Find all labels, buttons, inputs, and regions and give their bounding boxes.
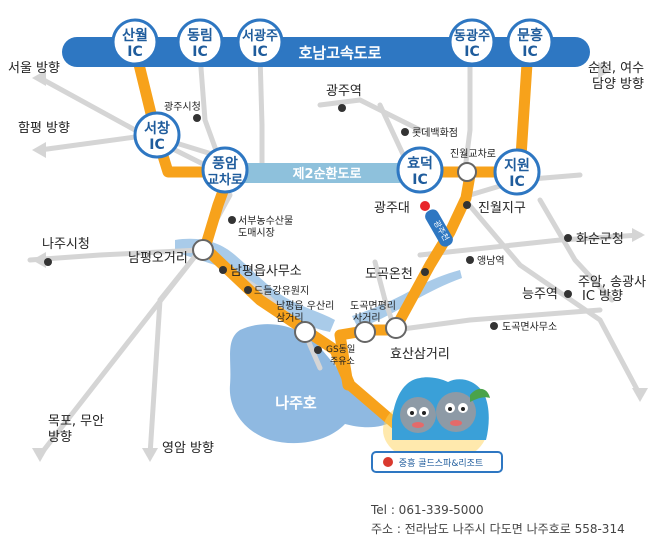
ic-sanwol-1: 산월 (122, 27, 148, 44)
dir-yeongam: 영암 방향 (162, 441, 214, 456)
ic-pungam-1: 풍암 (212, 155, 238, 172)
place-deureul: 드들강유원지 (254, 285, 309, 297)
place-namyeong-office: 남평읍사무소 (230, 264, 302, 279)
ic-jiwon-1: 지원 (504, 158, 530, 174)
ic-seogwangju-1: 서광주 (242, 29, 278, 44)
ic-donggwangju-1: 동광주 (454, 29, 490, 44)
place-dots (44, 104, 572, 354)
ic-hyodeok-2: IC (412, 172, 427, 188)
resort-sign: 중흥 골드스파&리조트 (399, 457, 483, 469)
ic-jiwon-2: IC (509, 174, 524, 190)
place-aengnam: 앵남역 (477, 255, 505, 267)
ic-seochang-2: IC (149, 137, 164, 153)
highway-name: 호남고속도로 (299, 44, 382, 62)
place-seobu-market-2: 도매시장 (238, 227, 275, 239)
place-jinwol-junction: 진월교차로 (450, 148, 496, 160)
place-namyeong-usan-1: 남평읍 우산리 (276, 300, 334, 312)
place-gwangju-station: 광주역 (326, 84, 362, 99)
place-seobu-market-1: 서부농수산물 (238, 215, 293, 227)
place-lotte: 롯데백화점 (412, 127, 458, 139)
ic-hyodeok-1: 효덕 (407, 155, 433, 172)
contact-tel: Tel : 061-339-5000 (370, 503, 484, 517)
place-dogok-pyeongni-1: 도곡면평리 (350, 300, 396, 312)
interchange-marks (111, 18, 554, 196)
ic-seochang-1: 서창 (144, 120, 170, 137)
ic-sanwol-2: IC (127, 44, 142, 60)
river-road-band (425, 209, 453, 247)
place-dogok-pyeongni-2: 사거리 (353, 312, 381, 324)
ring-road (240, 163, 400, 183)
dir-suncheon-1: 순천, 여수 (588, 61, 644, 76)
contact-address: 주소 : 전라남도 나주시 다도면 나주호로 558-314 (371, 522, 625, 536)
place-gs-station-1: GS동일 (326, 344, 355, 355)
place-dogok-office: 도곡면사무소 (502, 321, 557, 333)
place-gwangju-univ: 광주대 (374, 201, 410, 216)
junctions (192, 162, 477, 343)
gwangju-univ-marker (420, 201, 430, 211)
ring-road-name: 제2순환도로 (293, 166, 362, 182)
place-gs-station-2: 주유소 (330, 356, 355, 367)
ic-dongrim-1: 동림 (187, 28, 213, 44)
ic-seogwangju-2: IC (252, 44, 267, 60)
dir-mokpo-2: 방향 (48, 430, 72, 445)
naju-lake (229, 324, 395, 444)
interchange-labels: 산월 IC 동림 IC 서광주 IC 동광주 IC 문흥 IC 서창 IC 풍암… (122, 27, 543, 190)
dir-jeungam-1: 주암, 송광사 (578, 275, 646, 290)
ic-pungam-2: 교차로 (207, 172, 243, 188)
ic-munheung-1: 문흥 (517, 27, 543, 44)
place-neungju: 능주역 (522, 287, 558, 302)
place-namyeong-usan-2: 삼거리 (276, 312, 304, 324)
place-namyeong-ogeori: 남평오거리 (128, 251, 188, 266)
dir-seoul: 서울 방향 (8, 61, 60, 76)
ic-dongrim-2: IC (192, 44, 207, 60)
dir-mokpo-1: 목포, 무안 (48, 414, 104, 429)
direction-arrows (32, 62, 648, 462)
dir-jeungam-2: IC 방향 (582, 289, 623, 304)
dir-hampyeong: 함평 방향 (18, 121, 70, 136)
place-jinwol-district: 진월지구 (478, 201, 526, 216)
place-najuho: 나주호 (275, 394, 317, 412)
dir-suncheon-2: 담양 방향 (592, 77, 644, 92)
place-gwangju-city-hall: 광주시청 (164, 101, 201, 113)
ic-munheung-2: IC (522, 44, 537, 60)
dir-naju: 나주시청 (42, 237, 90, 252)
ic-donggwangju-2: IC (464, 44, 479, 60)
place-dogok-spa: 도곡온천 (365, 267, 413, 282)
place-hwasun: 화순군청 (576, 232, 624, 247)
place-hyosan: 효산삼거리 (390, 347, 450, 362)
resort-mascot-logo: 중흥 골드스파&리조트 (371, 377, 503, 473)
